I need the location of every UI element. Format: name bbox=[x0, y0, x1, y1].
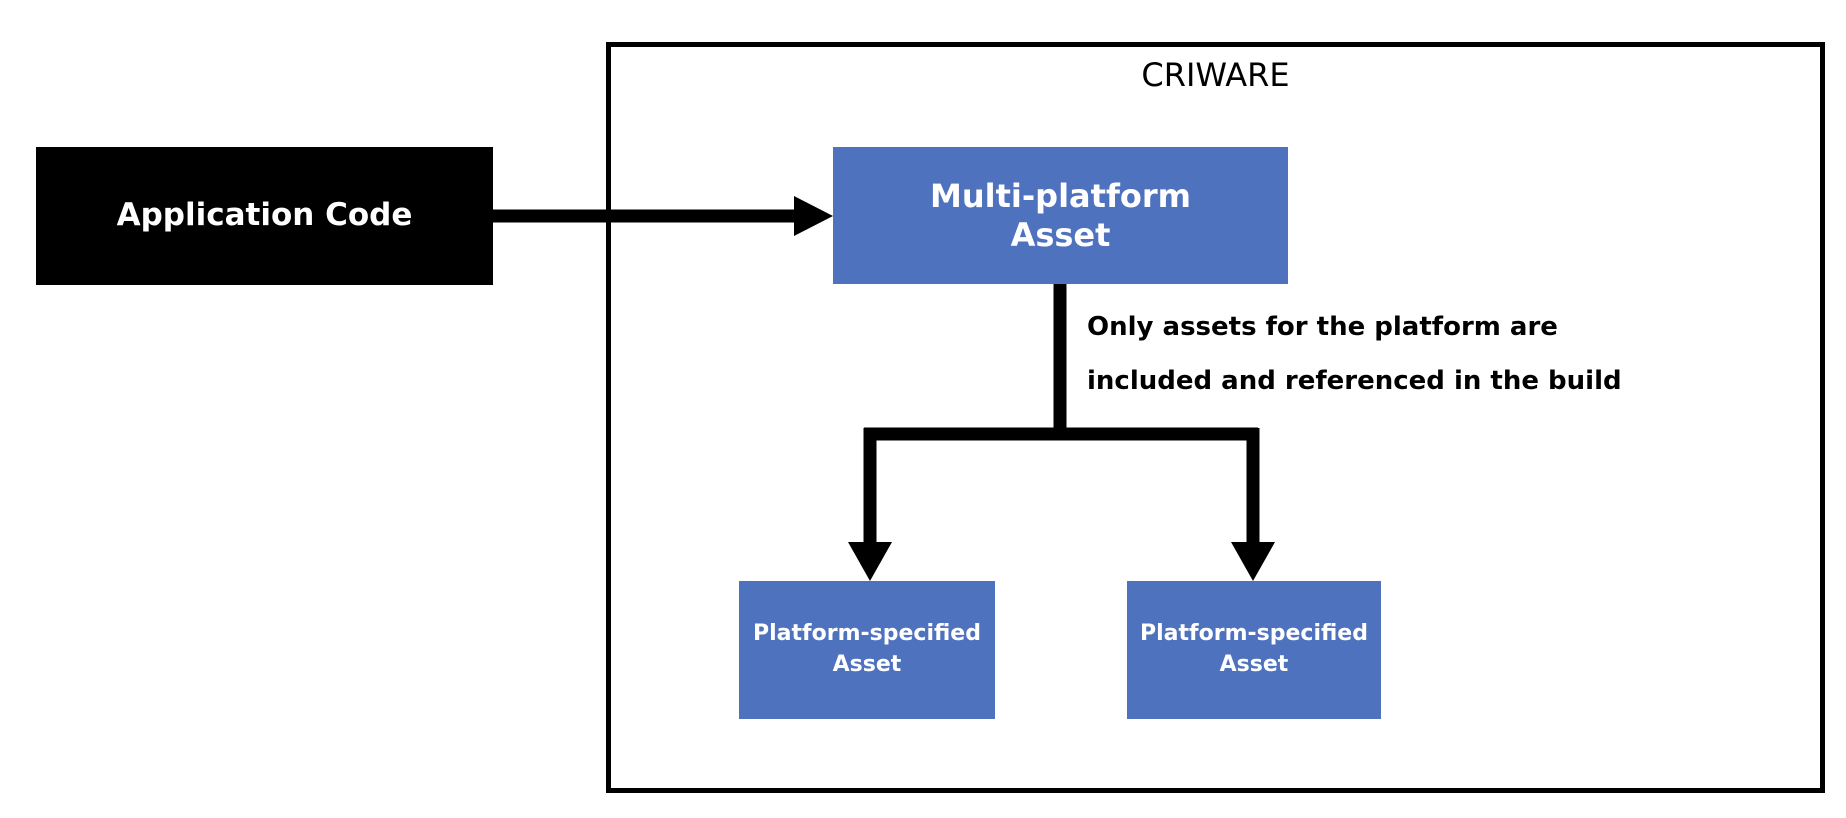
multi-platform-asset-node: Multi-platform Asset bbox=[833, 147, 1288, 284]
platform-asset-right-label-line2: Asset bbox=[1219, 652, 1289, 677]
arrowhead-multi bbox=[794, 196, 833, 236]
application-code-node: Application Code bbox=[36, 147, 493, 285]
multi-platform-asset-label-line1: Multi-platform bbox=[930, 177, 1191, 216]
multi-platform-asset-label-line2: Asset bbox=[1010, 215, 1111, 254]
build-note: Only assets for the platform are include… bbox=[1087, 300, 1647, 408]
application-code-label: Application Code bbox=[116, 197, 413, 234]
platform-asset-right-node: Platform-specified Asset bbox=[1127, 581, 1381, 719]
build-note-line1: Only assets for the platform are bbox=[1087, 312, 1558, 342]
platform-asset-left-node: Platform-specified Asset bbox=[739, 581, 995, 719]
platform-asset-right-label-line1: Platform-specified bbox=[1140, 621, 1368, 647]
arrowhead-left bbox=[848, 542, 892, 581]
criware-label: CRIWARE bbox=[1141, 56, 1290, 94]
criware-container bbox=[606, 42, 1825, 793]
platform-asset-left-label-line1: Platform-specified bbox=[753, 621, 981, 647]
arrowhead-right bbox=[1231, 542, 1275, 581]
build-note-line2: included and referenced in the build bbox=[1087, 366, 1622, 396]
platform-asset-left-label-line2: Asset bbox=[832, 652, 902, 677]
